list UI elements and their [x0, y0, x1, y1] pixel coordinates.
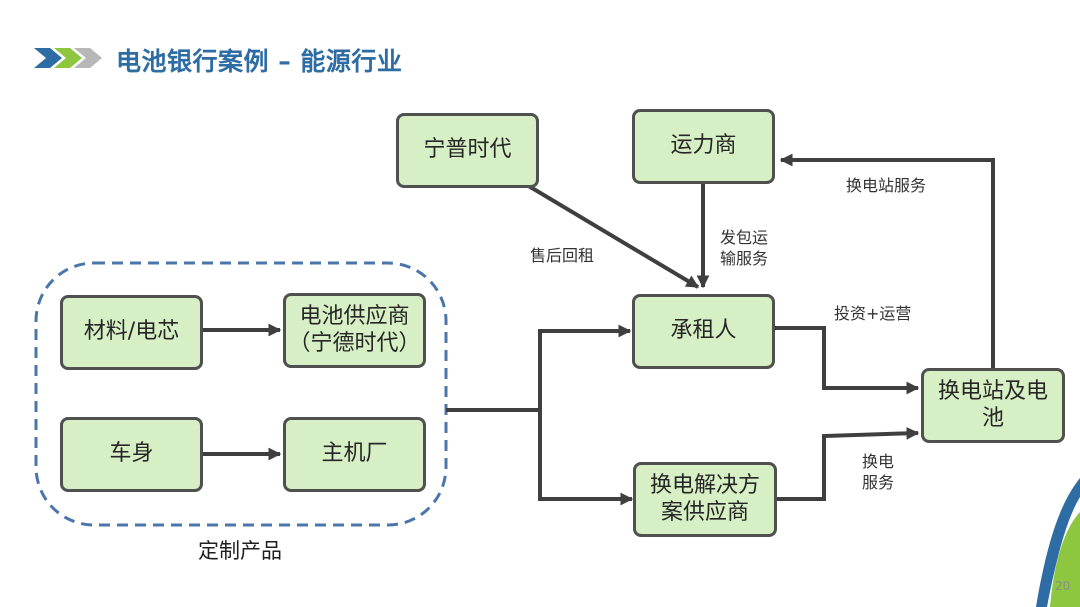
- label-swap-service-bottom-line1: 换电: [862, 452, 895, 471]
- node-ningpu: 宁普时代: [396, 113, 539, 188]
- node-battery-supplier-line1: 电池供应商: [299, 304, 410, 330]
- node-yunli: 运力商: [632, 109, 775, 184]
- arrow-lessee-to-station: [774, 326, 920, 395]
- node-swap-station-line1: 换电站及电: [937, 379, 1048, 405]
- node-lessee: 承租人: [632, 294, 775, 369]
- node-swap-solution-line2: 案供应商: [660, 499, 749, 525]
- node-materials-label: 材料/电芯: [83, 319, 180, 345]
- label-swap-service-bottom: 换电 服务: [862, 452, 894, 494]
- node-oem-label: 主机厂: [321, 441, 388, 467]
- arrow-solution-to-station: [777, 426, 920, 501]
- arrow-split-to-lessee: [538, 324, 632, 410]
- arrow-split-to-solution: [538, 410, 634, 506]
- arrow-ningpu-to-lessee: [525, 183, 700, 289]
- node-oem: 主机厂: [283, 417, 426, 492]
- corner-swoosh-decoration: [1036, 478, 1080, 607]
- node-lessee-label: 承租人: [670, 318, 737, 344]
- arrow-station-to-yunli: [779, 153, 995, 368]
- page-number: 20: [1055, 579, 1071, 593]
- node-swap-station-line2: 池: [981, 405, 1004, 431]
- node-body-label: 车身: [109, 441, 154, 467]
- label-swap-service-top: 换电站服务: [846, 176, 927, 195]
- label-swap-service-bottom-line2: 服务: [862, 472, 895, 492]
- label-outsourced-transport-line1: 发包运: [720, 228, 769, 247]
- node-ningpu-label: 宁普时代: [423, 137, 512, 163]
- node-swap-solution: 换电解决方 案供应商: [633, 462, 777, 537]
- label-outsourced-transport-line2: 输服务: [720, 248, 769, 268]
- node-swap-solution-line1: 换电解决方: [649, 473, 760, 499]
- node-swap-station: 换电站及电 池: [921, 368, 1065, 443]
- group-label-custom-product: 定制产品: [198, 539, 282, 563]
- label-outsourced-transport: 发包运 输服务: [720, 228, 768, 270]
- page-title: 电池银行案例 – 能源行业: [116, 47, 403, 76]
- node-body: 车身: [60, 417, 203, 492]
- label-invest-operate: 投资+运营: [834, 304, 912, 323]
- node-battery-supplier-line2: （宁德时代）: [288, 330, 421, 356]
- label-after-sales: 售后回租: [530, 246, 595, 265]
- custom-product-group: [34, 261, 448, 527]
- node-materials: 材料/电芯: [60, 295, 203, 370]
- node-yunli-label: 运力商: [670, 133, 737, 159]
- title-chevron-icon: [34, 48, 102, 68]
- node-battery-supplier: 电池供应商 （宁德时代）: [283, 293, 426, 368]
